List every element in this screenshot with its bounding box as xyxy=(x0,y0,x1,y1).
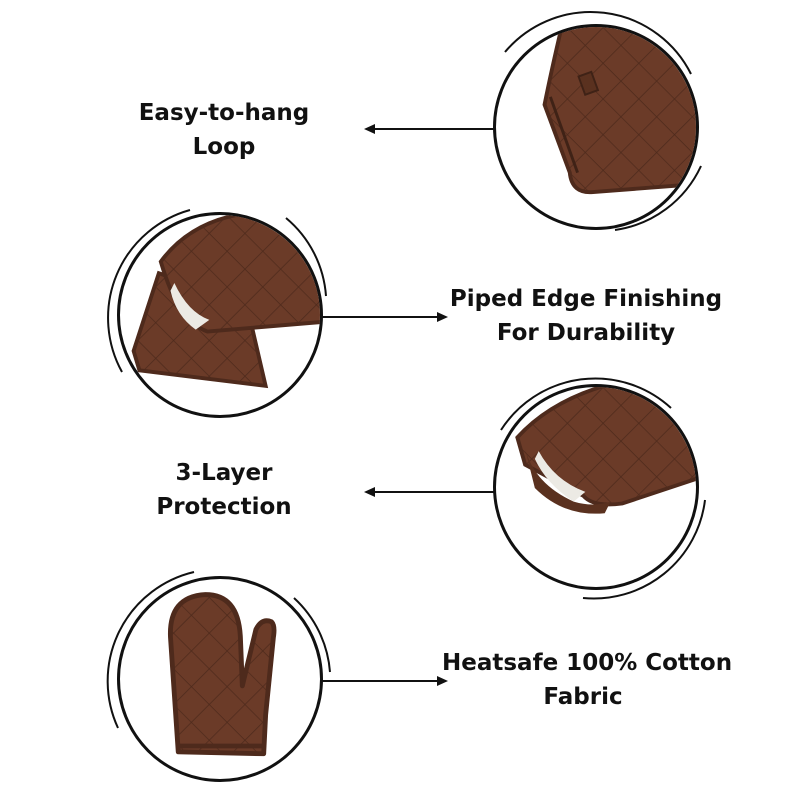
mitt-cuff-closeup-icon xyxy=(131,215,320,389)
feature-label-piped: Piped Edge Finishing For Durability xyxy=(448,282,724,350)
feature-label-cotton: Heatsafe 100% Cotton Fabric xyxy=(442,646,733,714)
mitt-opening-closeup-icon xyxy=(515,387,696,514)
feature-layer-line2: Protection xyxy=(156,494,292,520)
feature-piped-line1: Piped Edge Finishing xyxy=(449,286,723,312)
hanging-loop-closeup-icon xyxy=(542,27,696,195)
right-arrow-cotton xyxy=(322,676,448,686)
full-oven-mitt-icon xyxy=(168,592,277,757)
orbit-arc-cotton xyxy=(106,571,331,729)
feature-label-loop: Easy-to-hang Loop xyxy=(124,96,324,164)
left-arrow-loop xyxy=(364,124,500,134)
orbit-arc-loop xyxy=(504,11,702,231)
orbit-arc-piped xyxy=(107,209,327,373)
photo-three-layer xyxy=(493,384,699,590)
feature-label-layer: 3-Layer Protection xyxy=(124,456,324,524)
left-arrow-layer xyxy=(364,487,496,497)
photo-piped-edge xyxy=(117,212,323,418)
feature-cotton-line1: Heatsafe 100% Cotton xyxy=(442,650,733,676)
feature-loop-line1: Easy-to-hang xyxy=(138,100,310,126)
photo-hanging-loop xyxy=(493,24,699,230)
photo-cotton-fabric xyxy=(117,576,323,782)
feature-layer-line1: 3-Layer xyxy=(175,460,273,486)
feature-piped-line2: For Durability xyxy=(496,320,676,346)
orbit-arc-layer xyxy=(500,377,706,600)
right-arrow-piped xyxy=(322,312,448,322)
feature-loop-line2: Loop xyxy=(192,134,256,160)
feature-cotton-line2: Fabric xyxy=(543,684,623,710)
